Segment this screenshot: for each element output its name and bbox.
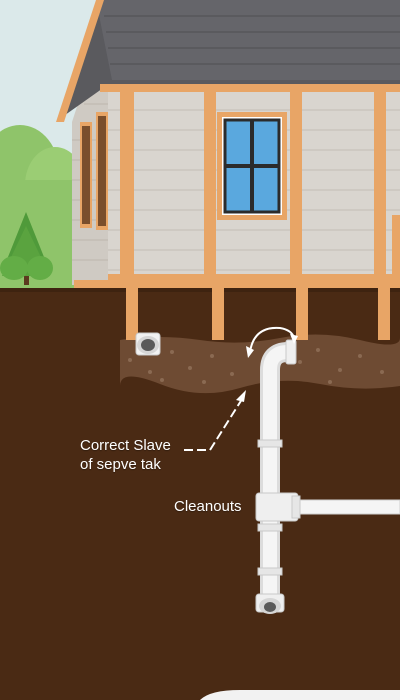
- background-bushes: [0, 125, 85, 290]
- label-pointer-icon: [184, 390, 246, 451]
- gravel-texture: [128, 348, 384, 384]
- slope-label-line1: Correct Slave: [80, 437, 171, 454]
- support-piers: [126, 288, 390, 340]
- slope-arrow-icon: [246, 326, 298, 358]
- slope-label: Correct Slave of sepve tak: [80, 436, 171, 474]
- cleanouts-label: Cleanouts: [174, 498, 242, 515]
- gravel-bed: [120, 334, 400, 394]
- slope-label-line2: of sepve tak: [80, 456, 161, 473]
- drain-pipe: [255, 339, 400, 614]
- pipe-stub-left: [135, 332, 161, 356]
- pipe-bottom-partial: [200, 690, 400, 700]
- house: [56, 0, 400, 288]
- tree: [0, 212, 53, 285]
